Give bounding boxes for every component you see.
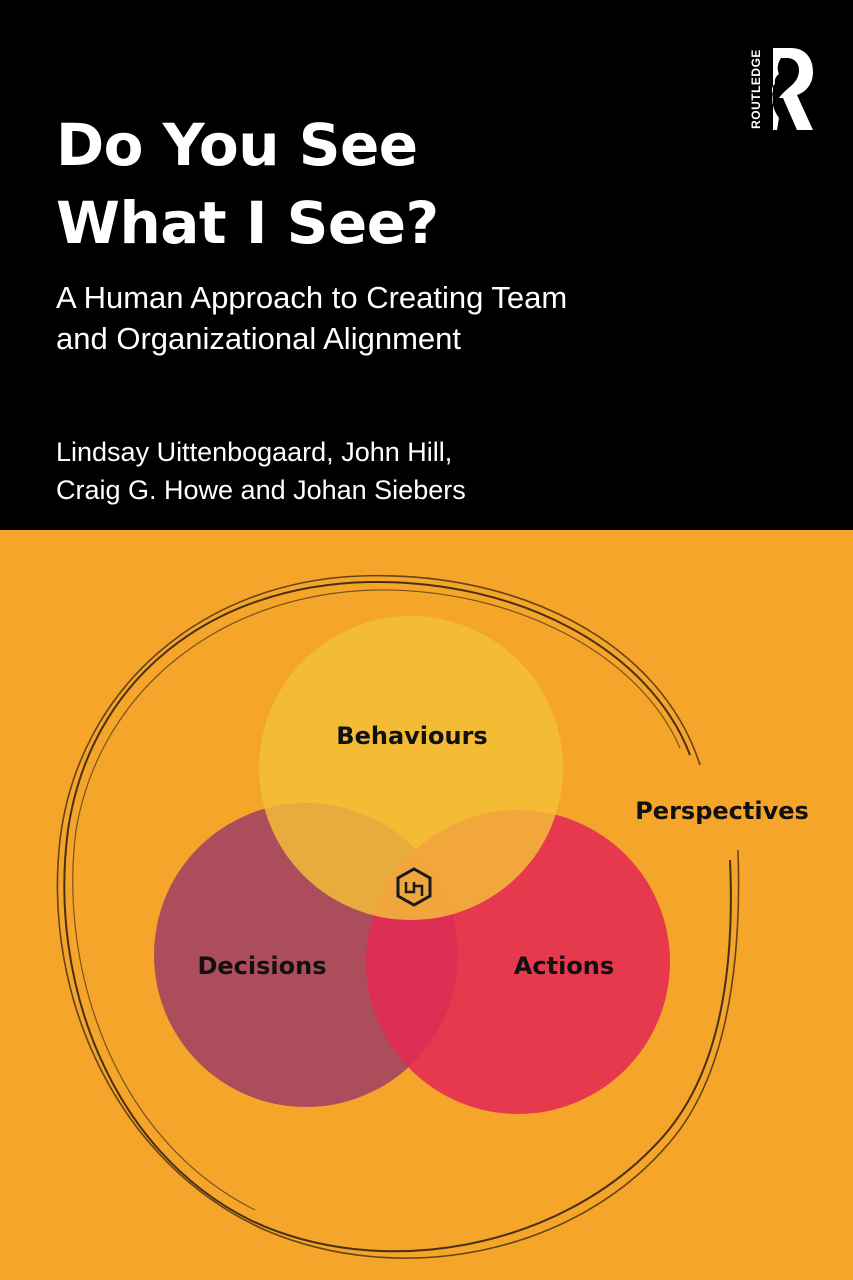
authors-line-1: Lindsay Uittenbogaard, John Hill, [56,437,453,467]
behaviours-label: Behaviours [336,722,487,750]
authors-line-2: Craig G. Howe and Johan Siebers [56,475,466,505]
decisions-label: Decisions [197,952,326,980]
subtitle-line-2: and Organizational Alignment [56,321,461,356]
title-line-2: What I See? [56,189,439,257]
actions-label: Actions [514,952,614,980]
venn-diagram: Behaviours Decisions Actions Perspective… [56,574,809,1259]
header-band [0,0,853,530]
title-line-1: Do You See [56,111,418,179]
publisher-name: ROUTLEDGE [745,49,767,136]
perspectives-label: Perspectives [635,797,809,825]
behaviours-circle [259,616,563,920]
perspectives-scribble-ring-2 [56,574,740,1259]
perspectives-scribble-ring-3 [72,589,681,1211]
publisher-logo-icon [771,48,813,130]
subtitle-line-1: A Human Approach to Creating Team [56,280,568,315]
hexagon-emblem-icon [396,867,432,907]
perspectives-scribble-ring [63,580,732,1253]
publisher-name-text: ROUTLEDGE [749,49,763,129]
